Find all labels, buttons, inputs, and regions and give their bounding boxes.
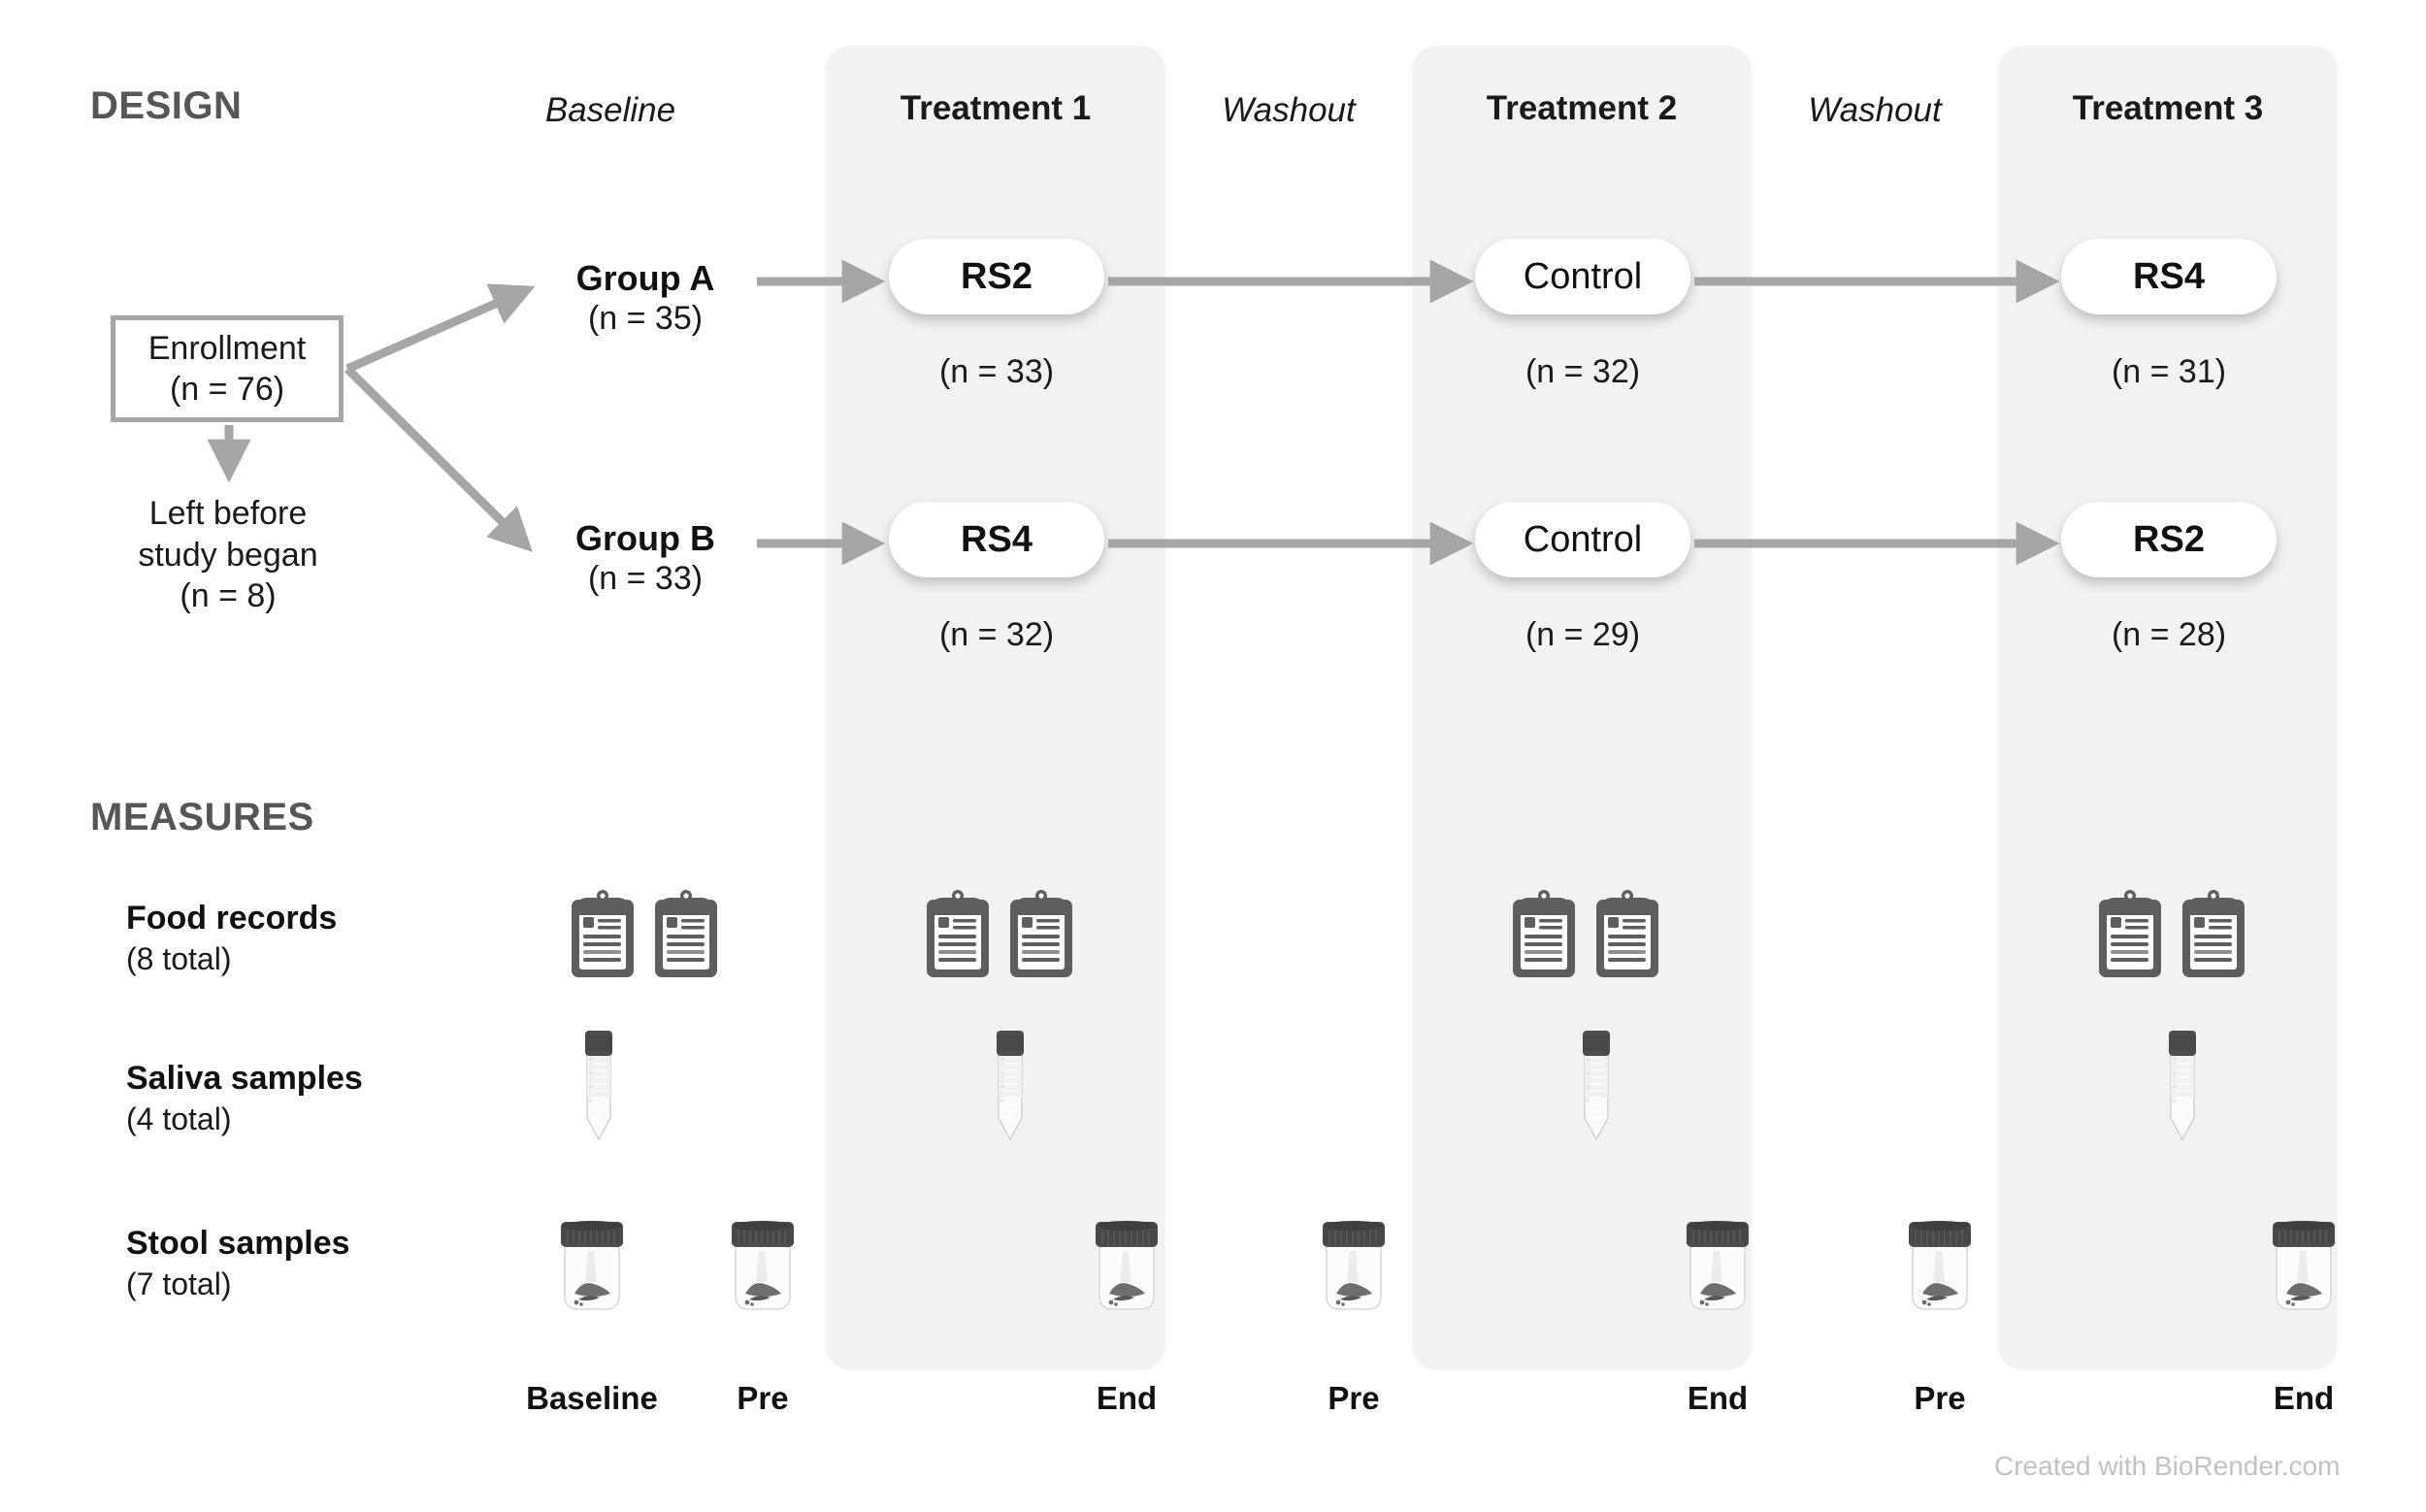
enrollment-box: Enrollment (n = 76) [111,315,344,422]
jar-icon [1681,1218,1754,1322]
group-a-treatment-3-count: (n = 31) [2111,353,2227,390]
measure-saliva-samples-count: (4 total) [126,1101,232,1136]
tube-icon [2163,1029,2202,1158]
clipboard-icon [1594,890,1660,984]
measure-food-records-name: Food records [126,900,338,937]
group-b-count: (n = 33) [587,560,704,598]
clipboard-icon [570,890,636,984]
dropout-note: Left before study began (n = 8) [87,493,369,617]
dropout-count: (n = 8) [180,577,277,614]
tube-icon [1577,1029,1616,1158]
measure-stool-samples-count: (7 total) [126,1265,232,1301]
enrollment-label: Enrollment [148,329,307,367]
group-b-name: Group B [575,518,715,558]
design-section-title: DESIGN [90,84,243,127]
group-b-treatment-3-pill[interactable]: RS2 [2061,502,2277,577]
timepoint-t1-end: End [1096,1380,1158,1416]
phase-header-baseline: Baseline [544,91,676,129]
phase-header-washout-1: Washout [1222,91,1356,129]
measure-stool-samples-name: Stool samples [126,1225,350,1262]
measure-saliva-samples-name: Saliva samples [126,1060,363,1097]
phase-header-washout-2: Washout [1808,91,1942,129]
phase-header-treatment-2: Treatment 2 [1486,89,1678,127]
group-a-treatment-3-pill[interactable]: RS4 [2061,239,2277,314]
group-a-count: (n = 35) [587,300,704,338]
clipboard-icon [2180,890,2246,984]
jar-icon [1903,1218,1977,1322]
phase-header-treatment-3: Treatment 3 [2072,89,2264,127]
group-b-treatment-2-pill[interactable]: Control [1475,502,1690,577]
clipboard-icon [2097,890,2163,984]
phase-header-treatment-1: Treatment 1 [900,89,1092,127]
measure-stool-samples-label: Stool samples (7 total) [126,1223,350,1303]
timepoint-t2-pre: Pre [1328,1380,1380,1416]
group-b-treatment-2-count: (n = 29) [1524,616,1641,653]
clipboard-icon [653,890,719,984]
group-a-treatment-2-count: (n = 32) [1524,353,1641,390]
jar-icon [1090,1218,1164,1322]
clipboard-icon [1008,890,1074,984]
jar-icon [1317,1218,1391,1322]
timepoint-t3-pre: Pre [1914,1380,1966,1416]
group-a-name: Group A [575,258,715,298]
group-a-treatment-2-pill[interactable]: Control [1475,239,1690,314]
dropout-line-2: study began [138,536,318,574]
group-a-treatment-1-pill[interactable]: RS2 [889,239,1104,314]
measure-food-records-count: (8 total) [126,940,232,976]
timepoint-t2-end: End [1687,1380,1749,1416]
jar-icon [726,1218,800,1322]
dropout-line-1: Left before [148,495,308,532]
timepoint-t3-end: End [2273,1380,2335,1416]
timepoint-t1-pre: Pre [737,1380,789,1416]
measure-saliva-samples-label: Saliva samples (4 total) [126,1058,363,1138]
enrollment-count: (n = 76) [169,371,285,408]
group-a-label: Group A (n = 35) [539,257,752,339]
clipboard-icon [1511,890,1577,984]
biorender-credit: Created with BioRender.com [1994,1451,2341,1481]
group-b-treatment-1-pill[interactable]: RS4 [889,502,1104,577]
jar-icon [555,1218,629,1322]
group-b-label: Group B (n = 33) [539,517,752,599]
tube-icon [579,1029,618,1158]
measure-food-records-label: Food records (8 total) [126,898,337,978]
group-a-treatment-1-count: (n = 33) [938,353,1055,390]
group-b-treatment-3-count: (n = 28) [2111,616,2227,653]
tube-icon [991,1029,1030,1158]
clipboard-icon [925,890,991,984]
measures-section-title: MEASURES [90,796,314,838]
jar-icon [2267,1218,2341,1322]
group-b-treatment-1-count: (n = 32) [938,616,1055,653]
timepoint-baseline: Baseline [526,1380,658,1416]
